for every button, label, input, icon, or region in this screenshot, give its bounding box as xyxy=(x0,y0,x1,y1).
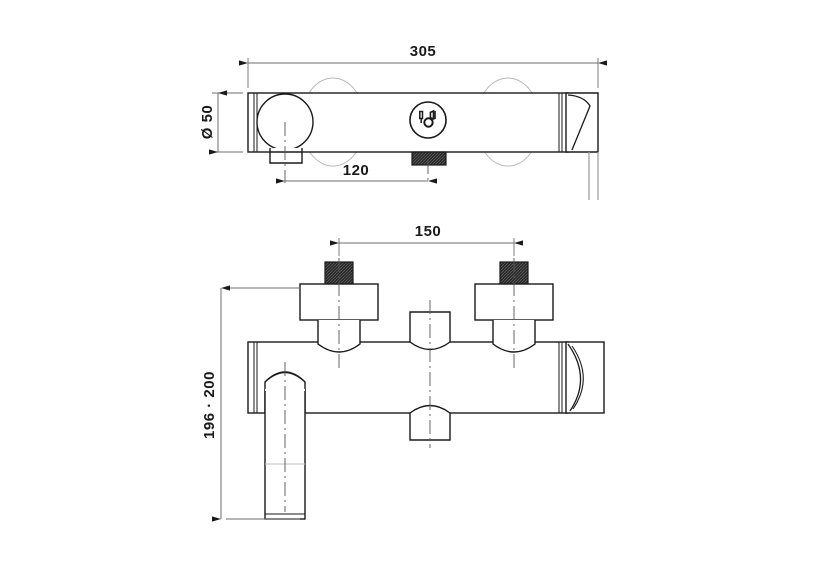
dim-d50-label: Ø 50 xyxy=(199,105,216,140)
dim-305: 305 xyxy=(239,43,607,66)
dim-height: 196 · 200 xyxy=(201,285,230,522)
dim-150: 150 xyxy=(330,223,523,246)
top-view-lever-handle[interactable] xyxy=(565,92,599,200)
dim-305-label: 305 xyxy=(410,43,437,60)
front-view-lever-handle[interactable] xyxy=(565,341,605,414)
dim-120: 120 xyxy=(276,162,437,184)
dim-150-extensions xyxy=(338,238,515,256)
diverter-button-top-view[interactable] xyxy=(409,101,447,139)
top-view-group: 305 Ø 50 120 xyxy=(199,43,607,200)
shower-bath-diverter-icon xyxy=(419,109,436,128)
dim-height-extensions xyxy=(226,287,300,520)
dim-height-label: 196 · 200 xyxy=(201,371,218,439)
dim-120-label: 120 xyxy=(343,162,370,179)
front-view-centerlines xyxy=(284,258,515,512)
dim-d50: Ø 50 xyxy=(199,90,227,155)
dim-d50-extensions xyxy=(212,92,243,153)
top-view-knurled-outlet xyxy=(411,151,447,166)
dim-150-label: 150 xyxy=(415,223,442,240)
front-view-group: 150 196 · 200 xyxy=(201,223,605,522)
